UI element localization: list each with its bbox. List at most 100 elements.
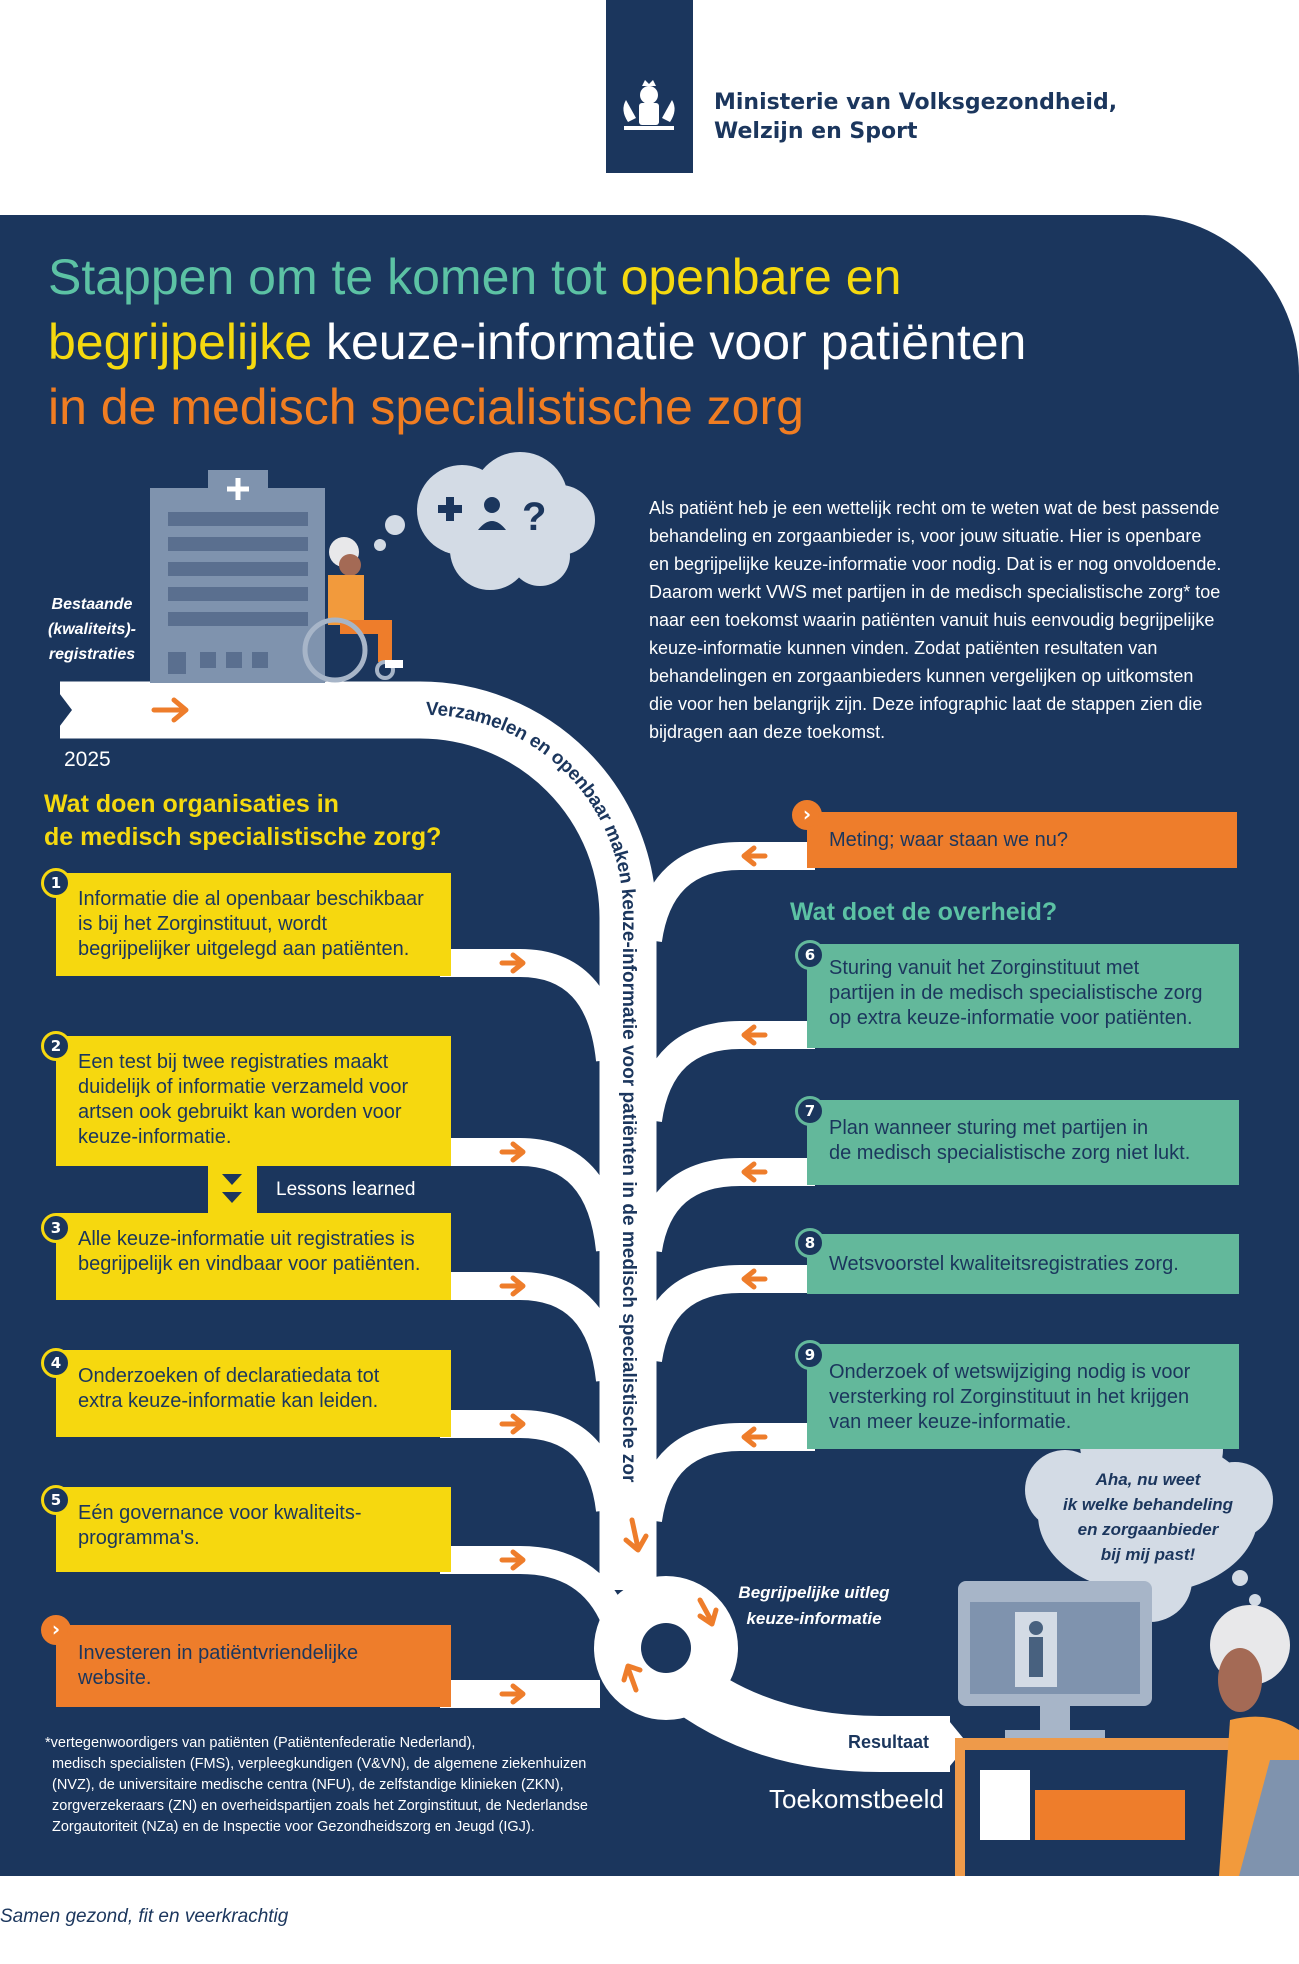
arrow-right-icon [151, 697, 189, 723]
arrow-right-icon [499, 1549, 526, 1571]
intro-line: en begrijpelijke keuze-informatie voor n… [649, 554, 1222, 574]
arrow-left-icon [741, 1161, 768, 1183]
doctor-search-question-icons: ? [438, 495, 546, 539]
arrow-down-icon [623, 1517, 649, 1553]
lessons-learned-label: Lessons learned [276, 1179, 416, 1200]
step-text: keuze-informatie. [78, 1126, 232, 1148]
measurement-card: Meting; waar staan we nu? [807, 812, 1237, 868]
arrow-roundabout-icon [621, 1663, 643, 1693]
title-part: openbare en [620, 249, 902, 305]
footnote-line: Zorgautoriteit (NZa) en de Inspectie voo… [52, 1819, 535, 1835]
step-text: Een test bij twee registraties maakt [78, 1051, 389, 1073]
patient-wheelchair-illustration [302, 537, 403, 683]
title-part: in de medisch specialistische zorg [48, 379, 804, 435]
start-label-line: Bestaande [51, 596, 133, 613]
arrow-right-icon [499, 1141, 526, 1163]
intro-line: naar een toekomst waarin patiënten vanui… [649, 610, 1215, 630]
ministry-name-line: Ministerie van Volksgezondheid, [714, 90, 1118, 115]
step-number-badge: 6 [795, 940, 825, 970]
step-card-website: Investeren in patiëntvriendelijke websit… [56, 1625, 451, 1707]
roundabout-label: Begrijpelijke uitleg keuze-informatie [724, 1580, 904, 1632]
lessons-learned-connector [208, 1166, 257, 1213]
ministry-name-line: Welzijn en Sport [714, 119, 918, 144]
chevron-right-icon: › [41, 1615, 71, 1645]
step-number-badge: 1 [41, 868, 71, 898]
road-branch [440, 1272, 624, 1382]
road-branch [440, 1138, 624, 1252]
person-at-computer-illustration [980, 1605, 1299, 1876]
road-branch [440, 1410, 624, 1512]
page-title: Stappen om te komen tot openbare en begr… [48, 245, 1026, 440]
government-heading: Wat doet de overheid? [790, 898, 1058, 926]
arrow-right-icon [499, 1275, 526, 1297]
intro-line: die voor hen belangrijk zijn. Deze infog… [649, 694, 1203, 714]
step-card-3: Alle keuze-informatie uit registraties i… [56, 1213, 451, 1300]
step-text: programma's. [78, 1527, 200, 1549]
roundabout-label-line: keuze-informatie [746, 1609, 882, 1628]
thought-line: ik welke behandeling [1062, 1495, 1234, 1514]
step-card-4: Onderzoeken of declaratiedata tot extra … [56, 1350, 451, 1437]
arrow-right-icon [499, 952, 526, 974]
main-road [60, 681, 657, 1590]
step-text: is bij het Zorginstituut, wordt [78, 913, 327, 935]
step-text: partijen in de medisch specialistische z… [829, 982, 1203, 1004]
step-text: Investeren in patiëntvriendelijke [78, 1642, 359, 1664]
intro-line: Daarom werkt VWS met partijen in de medi… [649, 582, 1221, 602]
chevron-right-icon: › [792, 800, 822, 830]
road-branch [634, 1158, 815, 1253]
step-number-badge: 9 [795, 1340, 825, 1370]
step-text: Plan wanneer sturing met partijen in [829, 1117, 1149, 1139]
footnote-line: medisch specialisten (FMS), verpleegkund… [52, 1756, 587, 1772]
step-number-badge: 2 [41, 1031, 71, 1061]
road-branch [440, 1546, 628, 1626]
intro-line: behandelingen en zorgaanbieders kunnen v… [649, 666, 1194, 686]
double-chevron-down-icon [222, 1174, 242, 1203]
road-branch [440, 949, 624, 1062]
heading-line: Wat doen organisaties in [44, 790, 339, 818]
step-text: Wetsvoorstel kwaliteitsregistraties zorg… [829, 1253, 1179, 1275]
step-text: van meer keuze-informatie. [829, 1411, 1072, 1433]
arrow-left-icon [741, 1024, 768, 1046]
roundabout-label-line: Begrijpelijke uitleg [738, 1583, 890, 1602]
title-part: keuze-informatie voor patiënten [312, 314, 1027, 370]
arrow-left-icon [741, 845, 768, 867]
heading-line: de medisch specialistische zorg? [44, 823, 442, 851]
arrow-left-icon [741, 1426, 768, 1448]
step-card-2: Een test bij twee registraties maakt dui… [56, 1036, 451, 1166]
step-card-9: Onderzoek of wetswijziging nodig is voor… [807, 1344, 1239, 1449]
intro-text: Als patiënt heb je een wettelijk recht o… [649, 494, 1279, 746]
step-text: op extra keuze-informatie voor patiënten… [829, 1007, 1193, 1029]
step-number-badge: 3 [41, 1213, 71, 1243]
road-branch [634, 1423, 815, 1523]
start-road-notch [50, 681, 72, 739]
step-card-5: Eén governance voor kwaliteits- programm… [56, 1487, 451, 1572]
measurement-text: Meting; waar staan we nu? [829, 829, 1069, 851]
intro-line: behandeling en zorgaanbieder is, voor jo… [649, 526, 1202, 546]
question-mark-icon: ? [522, 495, 546, 539]
intro-line: keuze-informatie kunnen vinden. Zodat pa… [649, 638, 1158, 658]
arrow-right-icon [499, 1413, 526, 1435]
step-text: de medisch specialistische zorg niet luk… [829, 1142, 1191, 1164]
footnote-line: *vertegenwoordigers van patiënten (Patië… [45, 1735, 476, 1751]
step-text: Informatie die al openbaar beschikbaar [78, 888, 424, 910]
intro-line: bijdragen aan deze toekomst. [649, 722, 886, 742]
thought-cloud [374, 452, 595, 590]
thought-bubble-text: Aha, nu weet ik welke behandeling en zor… [1038, 1467, 1258, 1567]
step-text: Onderzoeken of declaratiedata tot [78, 1365, 380, 1387]
intro-line: Als patiënt heb je een wettelijk recht o… [649, 498, 1220, 518]
computer-illustration [958, 1581, 1152, 1738]
footnote-line: (NVZ), de universitaire medische centra … [52, 1777, 564, 1793]
road-branch [634, 842, 815, 943]
step-text: Sturing vanuit het Zorginstituut met [829, 957, 1140, 979]
result-label: Resultaat [848, 1732, 930, 1752]
arrow-right-icon [499, 1683, 526, 1705]
year-label: 2025 [64, 748, 111, 771]
organisations-heading: Wat doen organisaties in de medisch spec… [44, 788, 441, 854]
ministry-logo [606, 0, 693, 173]
arrow-roundabout-icon [697, 1597, 719, 1627]
arrow-left-icon [741, 1268, 768, 1290]
step-text: extra keuze-informatie kan leiden. [78, 1390, 379, 1412]
step-card-7: Plan wanneer sturing met partijen in de … [807, 1100, 1239, 1185]
step-number-badge: 8 [795, 1228, 825, 1258]
step-text: website. [78, 1667, 152, 1689]
